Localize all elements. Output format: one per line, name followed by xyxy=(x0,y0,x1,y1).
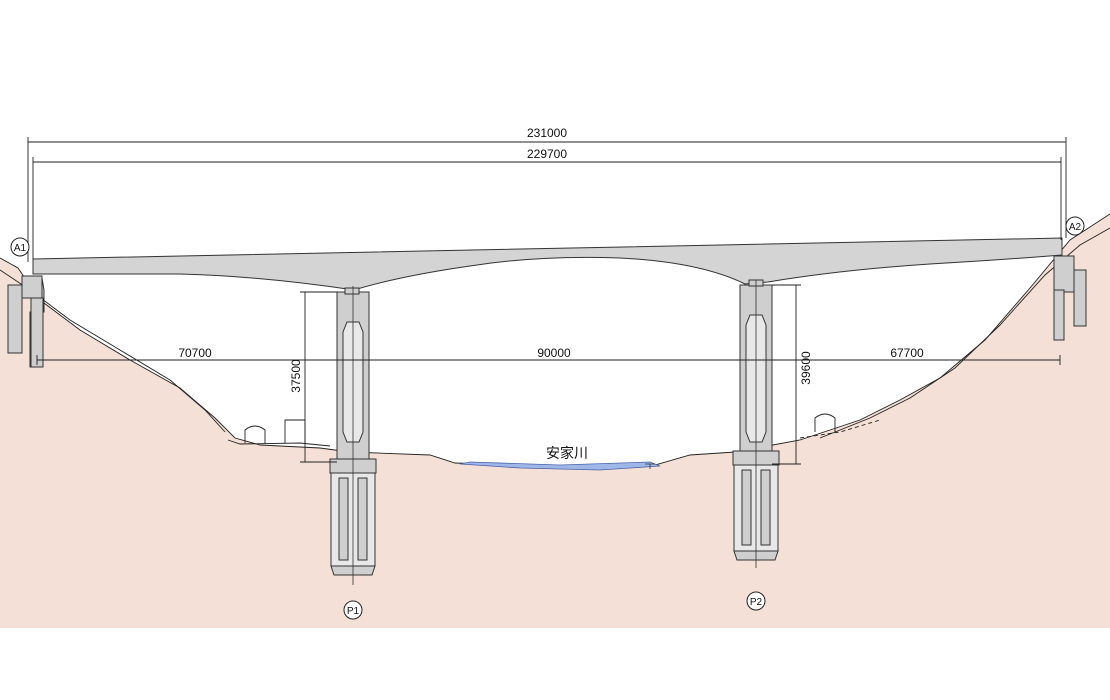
dim-p1-height: 37500 xyxy=(289,359,303,393)
support-mark-p2: P2 xyxy=(746,591,766,611)
abutment-a2-pile-1 xyxy=(1053,289,1065,341)
pier-p1-caisson-inner xyxy=(338,477,368,561)
abutment-a2-pile-2 xyxy=(1073,269,1087,327)
bridge-girder xyxy=(32,237,1063,291)
support-mark-a1: A1 xyxy=(10,237,30,257)
water-level-mark xyxy=(645,463,655,469)
dim-girder-length: 229700 xyxy=(527,147,567,161)
dim-p2-height: 39600 xyxy=(799,351,813,385)
culvert-left-1 xyxy=(244,425,266,443)
dim-span-a1-p1: 70700 xyxy=(178,346,212,360)
abutment-a1-seat xyxy=(21,275,43,299)
abutment-a1-pile-1 xyxy=(7,284,23,354)
pier-p2-caisson-inner xyxy=(741,469,771,546)
river-name-label: 安家川 xyxy=(546,445,588,462)
svg-text:P2: P2 xyxy=(750,597,763,608)
dim-total-length: 231000 xyxy=(527,126,567,140)
dim-span-p2-a2: 67700 xyxy=(890,346,924,360)
svg-text:A1: A1 xyxy=(14,243,27,254)
pier-p1-bearing xyxy=(344,287,360,295)
dim-span-p1-p2: 90000 xyxy=(537,346,571,360)
abutment-a2-seat xyxy=(1053,255,1075,293)
culvert-right xyxy=(814,413,836,432)
svg-text:A2: A2 xyxy=(1069,222,1082,233)
support-mark-a2: A2 xyxy=(1065,216,1085,236)
culvert-left-2 xyxy=(284,419,306,443)
svg-text:P1: P1 xyxy=(347,606,360,617)
support-mark-p1: P1 xyxy=(343,600,363,620)
ground-section xyxy=(0,214,1110,628)
road-left xyxy=(227,439,331,447)
